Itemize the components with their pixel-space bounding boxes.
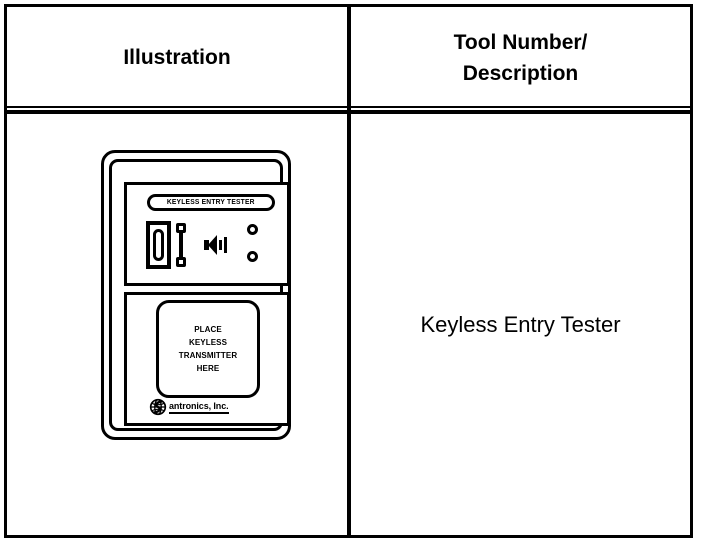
header-label-description-line1: Tool Number/ [453, 30, 588, 54]
display-slot-inner [153, 229, 164, 261]
device-control-panel: KEYLESS ENTRY TESTER [124, 182, 290, 286]
placement-text-line4: HERE [196, 364, 220, 373]
header-label-description: Tool Number/ Description [454, 27, 588, 89]
header-label-description-line2: Description [462, 61, 579, 85]
led-indicator-icon-top [247, 224, 258, 235]
speaker-icon [204, 235, 230, 255]
display-slot-icon [146, 221, 171, 269]
antenna-probe-icon [174, 223, 188, 267]
transmitter-placement-area: PLACE KEYLESS TRANSMITTER HERE [156, 300, 260, 398]
globe-logo-icon [149, 398, 167, 416]
speaker-wave-inner [219, 240, 222, 250]
body-cell-description: Keyless Entry Tester [351, 114, 690, 535]
speaker-cone [208, 235, 217, 255]
placement-text-line3: TRANSMITTER [178, 351, 238, 360]
probe-node-top [176, 223, 186, 233]
device-name-badge: KEYLESS ENTRY TESTER [147, 194, 275, 211]
column-divider-header [347, 7, 351, 110]
header-label-illustration: Illustration [123, 46, 231, 69]
speaker-wave-outer [224, 237, 227, 253]
device-faceplate: KEYLESS ENTRY TESTER [109, 159, 290, 431]
header-cell-description: Tool Number/ Description [351, 7, 690, 108]
placement-text-line2: KEYLESS [188, 338, 228, 347]
tool-description-label: Keyless Entry Tester [420, 311, 621, 337]
table-body-row: KEYLESS ENTRY TESTER [7, 114, 690, 535]
speaker-body [204, 240, 209, 250]
manufacturer-logo-label: antronics, Inc. [169, 401, 229, 414]
column-divider-body [347, 114, 351, 535]
placement-text-line1: PLACE [194, 325, 222, 334]
led-indicator-icon-bottom [247, 251, 258, 262]
header-cell-illustration: Illustration [7, 7, 347, 108]
device-placement-panel: PLACE KEYLESS TRANSMITTER HERE [124, 292, 290, 426]
device-name-badge-label: KEYLESS ENTRY TESTER [167, 199, 255, 206]
keyless-entry-tester-illustration: KEYLESS ENTRY TESTER [101, 150, 291, 440]
manufacturer-logo-row: antronics, Inc. [149, 397, 273, 417]
tool-table: Illustration Tool Number/ Description [4, 4, 693, 538]
probe-stem [179, 228, 183, 262]
header-underline-rule [7, 110, 690, 114]
body-cell-illustration: KEYLESS ENTRY TESTER [7, 114, 347, 535]
probe-node-bottom [176, 257, 186, 267]
